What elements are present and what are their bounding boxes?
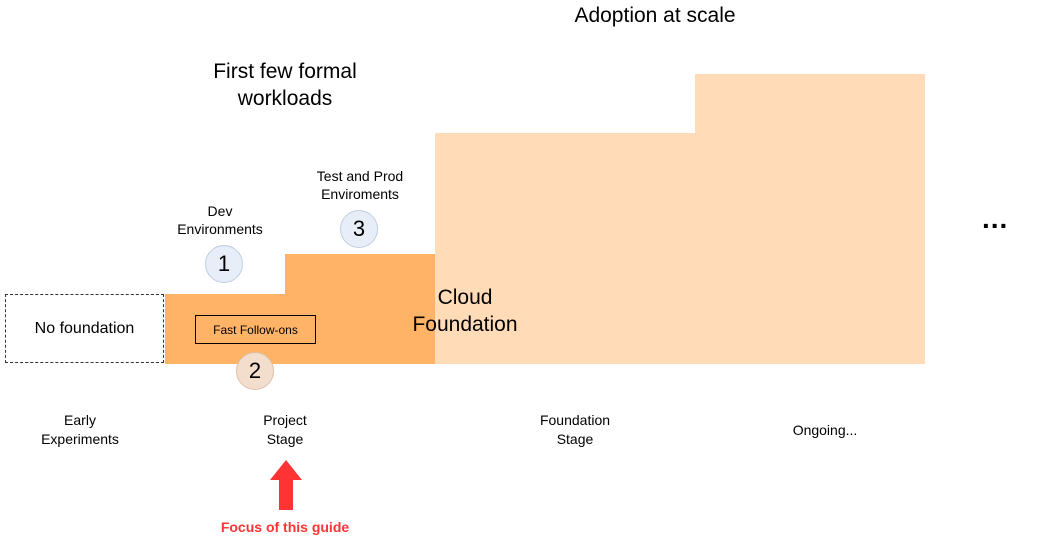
dev-environments-line1: Dev (207, 203, 233, 219)
cloud-line1: Cloud (437, 286, 493, 309)
foundation-step-block (435, 133, 695, 364)
step-3-badge: 3 (340, 210, 378, 248)
early-line2: Experiments (41, 431, 119, 447)
early-experiments-stage-label: Early Experiments (20, 411, 140, 449)
no-foundation-label: No foundation (34, 319, 135, 337)
step-3-number: 3 (352, 216, 366, 241)
adoption-at-scale-heading: Adoption at scale (574, 4, 736, 27)
first-workloads-line2: workloads (237, 87, 333, 110)
dev-environments-label: Dev Environments (150, 202, 290, 238)
test-prod-step-block (285, 254, 435, 364)
up-arrow-icon (270, 460, 302, 510)
foundation-line1: Foundation (539, 412, 611, 428)
cloud-line2: Foundation (412, 313, 518, 336)
ongoing-step-block (695, 74, 925, 364)
early-line1: Early (64, 412, 96, 428)
first-workloads-heading: First few formal workloads (175, 58, 395, 112)
first-workloads-line1: First few formal (213, 60, 357, 83)
more-ellipsis: ... (982, 203, 1009, 234)
cloud-foundation-label: Cloud Foundation (395, 284, 535, 338)
ongoing-stage-label: Ongoing... (792, 422, 858, 438)
dev-environments-line2: Environments (177, 221, 263, 237)
project-stage-label: Project Stage (225, 411, 345, 449)
focus-of-guide-label: Focus of this guide (220, 519, 350, 535)
step-2-badge: 2 (236, 352, 274, 390)
foundation-line2: Stage (556, 431, 594, 447)
foundation-stage-label: Foundation Stage (515, 411, 635, 449)
step-1-number: 1 (217, 251, 231, 276)
fast-follow-ons-label: Fast Follow-ons (213, 322, 298, 337)
project-line1: Project (263, 412, 307, 428)
fast-follow-ons-box: Fast Follow-ons (195, 315, 316, 344)
step-2-number: 2 (248, 358, 262, 383)
test-prod-line1: Test and Prod (316, 168, 404, 184)
step-1-badge: 1 (205, 245, 243, 283)
no-foundation-box: No foundation (5, 294, 164, 363)
dev-step-block (165, 294, 285, 364)
test-prod-environments-label: Test and Prod Enviroments (290, 167, 430, 203)
test-prod-line2: Enviroments (321, 186, 399, 202)
project-line2: Stage (266, 431, 304, 447)
